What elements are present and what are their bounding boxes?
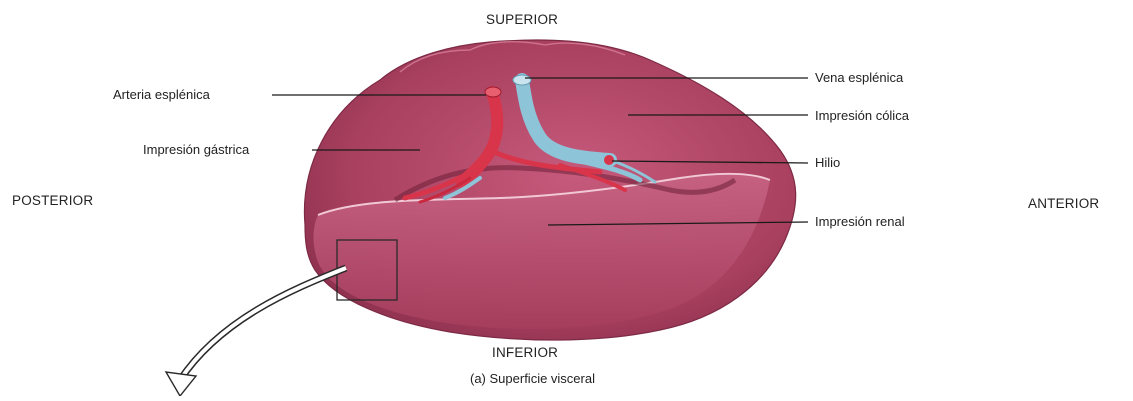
- splenic-artery-opening: [485, 87, 501, 97]
- splenic-vein-opening: [513, 75, 531, 85]
- orientation-superior: SUPERIOR: [486, 12, 558, 28]
- label-impresion-colica: Impresión cólica: [815, 108, 909, 124]
- orientation-anterior: ANTERIOR: [1028, 196, 1099, 212]
- hilum-vessel-dot: [604, 155, 614, 165]
- detail-arrow-inner: [180, 268, 346, 380]
- figure-caption: (a) Superficie visceral: [470, 371, 595, 387]
- orientation-posterior: POSTERIOR: [12, 193, 93, 209]
- detail-arrow: [180, 268, 346, 380]
- orientation-inferior: INFERIOR: [492, 345, 558, 361]
- label-impresion-renal: Impresión renal: [815, 214, 905, 230]
- detail-arrow-head: [166, 372, 196, 396]
- label-impresion-gastrica: Impresión gástrica: [143, 142, 249, 158]
- label-hilio: Hilio: [815, 155, 840, 171]
- label-arteria-esplenica: Arteria esplénica: [113, 87, 210, 103]
- label-vena-esplenica: Vena esplénica: [815, 70, 903, 86]
